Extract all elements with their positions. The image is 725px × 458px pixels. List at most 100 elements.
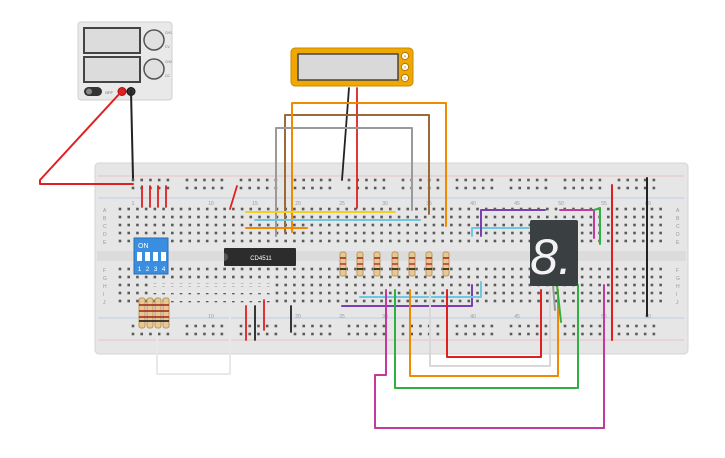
breadboard-hole[interactable]	[365, 186, 368, 190]
breadboard-hole[interactable]	[127, 207, 131, 211]
breadboard-hole[interactable]	[432, 283, 436, 287]
breadboard-hole[interactable]	[519, 267, 523, 271]
breadboard-hole[interactable]	[232, 275, 235, 279]
breadboard-hole[interactable]	[659, 299, 662, 303]
breadboard-hole[interactable]	[545, 291, 549, 295]
breadboard-hole[interactable]	[519, 215, 523, 219]
breadboard-hole[interactable]	[336, 283, 340, 287]
breadboard-hole[interactable]	[633, 275, 636, 279]
breadboard-hole[interactable]	[266, 207, 270, 211]
breadboard-hole[interactable]	[633, 299, 636, 303]
breadboard-hole[interactable]	[223, 275, 226, 279]
breadboard-hole[interactable]	[240, 231, 244, 235]
breadboard-hole[interactable]	[389, 231, 392, 235]
breadboard-hole[interactable]	[423, 275, 427, 279]
breadboard-hole[interactable]	[157, 178, 161, 182]
breadboard-hole[interactable]	[149, 332, 152, 336]
breadboard-hole[interactable]	[450, 239, 453, 243]
breadboard-hole[interactable]	[310, 267, 314, 271]
breadboard-hole[interactable]	[157, 186, 161, 190]
breadboard-hole[interactable]	[406, 291, 410, 295]
breadboard-hole[interactable]	[441, 283, 444, 287]
breadboard-hole[interactable]	[249, 215, 253, 219]
breadboard-hole[interactable]	[171, 207, 174, 211]
breadboard-hole[interactable]	[423, 283, 427, 287]
breadboard-hole[interactable]	[419, 324, 422, 328]
breadboard-hole[interactable]	[239, 332, 243, 336]
breadboard-hole[interactable]	[171, 223, 174, 227]
breadboard-hole[interactable]	[293, 324, 297, 328]
breadboard-hole[interactable]	[118, 207, 122, 211]
breadboard-hole[interactable]	[415, 215, 418, 219]
breadboard-hole[interactable]	[650, 275, 654, 279]
breadboard-hole[interactable]	[535, 178, 539, 182]
breadboard-hole[interactable]	[659, 207, 662, 211]
breadboard-hole[interactable]	[572, 291, 575, 295]
breadboard-hole[interactable]	[214, 223, 218, 227]
breadboard-hole[interactable]	[502, 283, 505, 287]
breadboard-hole[interactable]	[572, 332, 576, 336]
breadboard-hole[interactable]	[380, 239, 383, 243]
breadboard-hole[interactable]	[382, 332, 386, 336]
breadboard-hole[interactable]	[362, 299, 366, 303]
breadboard-hole[interactable]	[617, 178, 621, 182]
breadboard-hole[interactable]	[301, 275, 305, 279]
breadboard-hole[interactable]	[185, 332, 189, 336]
breadboard-hole[interactable]	[633, 231, 636, 235]
breadboard-hole[interactable]	[197, 223, 200, 227]
breadboard-hole[interactable]	[205, 239, 209, 243]
breadboard-hole[interactable]	[537, 299, 540, 303]
breadboard-hole[interactable]	[380, 215, 383, 219]
breadboard-hole[interactable]	[589, 299, 593, 303]
breadboard-hole[interactable]	[641, 239, 645, 243]
breadboard-hole[interactable]	[643, 186, 647, 190]
breadboard-hole[interactable]	[484, 239, 488, 243]
breadboard-hole[interactable]	[162, 231, 165, 235]
resistor[interactable]	[154, 297, 162, 329]
breadboard-hole[interactable]	[518, 178, 522, 182]
breadboard-hole[interactable]	[659, 291, 662, 295]
breadboard-hole[interactable]	[450, 291, 453, 295]
breadboard-hole[interactable]	[136, 299, 139, 303]
breadboard-hole[interactable]	[401, 324, 405, 328]
breadboard-hole[interactable]	[223, 239, 226, 243]
breadboard-hole[interactable]	[476, 207, 479, 211]
breadboard-hole[interactable]	[511, 267, 514, 271]
breadboard-hole[interactable]	[563, 178, 567, 182]
breadboard-hole[interactable]	[589, 275, 593, 279]
breadboard-hole[interactable]	[319, 207, 322, 211]
breadboard-hole[interactable]	[336, 299, 340, 303]
breadboard-hole[interactable]	[502, 223, 505, 227]
dip-toggle-2[interactable]	[145, 252, 150, 261]
breadboard-hole[interactable]	[136, 215, 139, 219]
breadboard-hole[interactable]	[467, 267, 471, 271]
breadboard-hole[interactable]	[188, 215, 192, 219]
breadboard-hole[interactable]	[652, 178, 656, 182]
breadboard-hole[interactable]	[389, 207, 392, 211]
breadboard-hole[interactable]	[274, 324, 278, 328]
breadboard-hole[interactable]	[365, 178, 368, 182]
breadboard-hole[interactable]	[257, 178, 260, 182]
breadboard-hole[interactable]	[652, 324, 656, 328]
breadboard-hole[interactable]	[293, 332, 297, 336]
breadboard-hole[interactable]	[643, 332, 647, 336]
breadboard-hole[interactable]	[476, 231, 479, 235]
resistor[interactable]	[138, 297, 146, 329]
breadboard-hole[interactable]	[380, 267, 383, 271]
breadboard-hole[interactable]	[144, 231, 148, 235]
breadboard-hole[interactable]	[458, 291, 462, 295]
wire-brown-loop[interactable]	[284, 114, 430, 233]
breadboard-hole[interactable]	[519, 291, 523, 295]
breadboard-hole[interactable]	[185, 178, 189, 182]
breadboard-hole[interactable]	[635, 324, 638, 328]
breadboard-hole[interactable]	[373, 324, 377, 328]
breadboard-hole[interactable]	[327, 215, 331, 219]
breadboard-hole[interactable]	[511, 291, 514, 295]
breadboard-hole[interactable]	[293, 223, 296, 227]
breadboard-hole[interactable]	[615, 267, 619, 271]
wire-supply-positive[interactable]	[39, 90, 134, 185]
breadboard-hole[interactable]	[624, 299, 628, 303]
breadboard-hole[interactable]	[153, 223, 157, 227]
breadboard-hole[interactable]	[327, 239, 331, 243]
breadboard-hole[interactable]	[265, 178, 269, 182]
